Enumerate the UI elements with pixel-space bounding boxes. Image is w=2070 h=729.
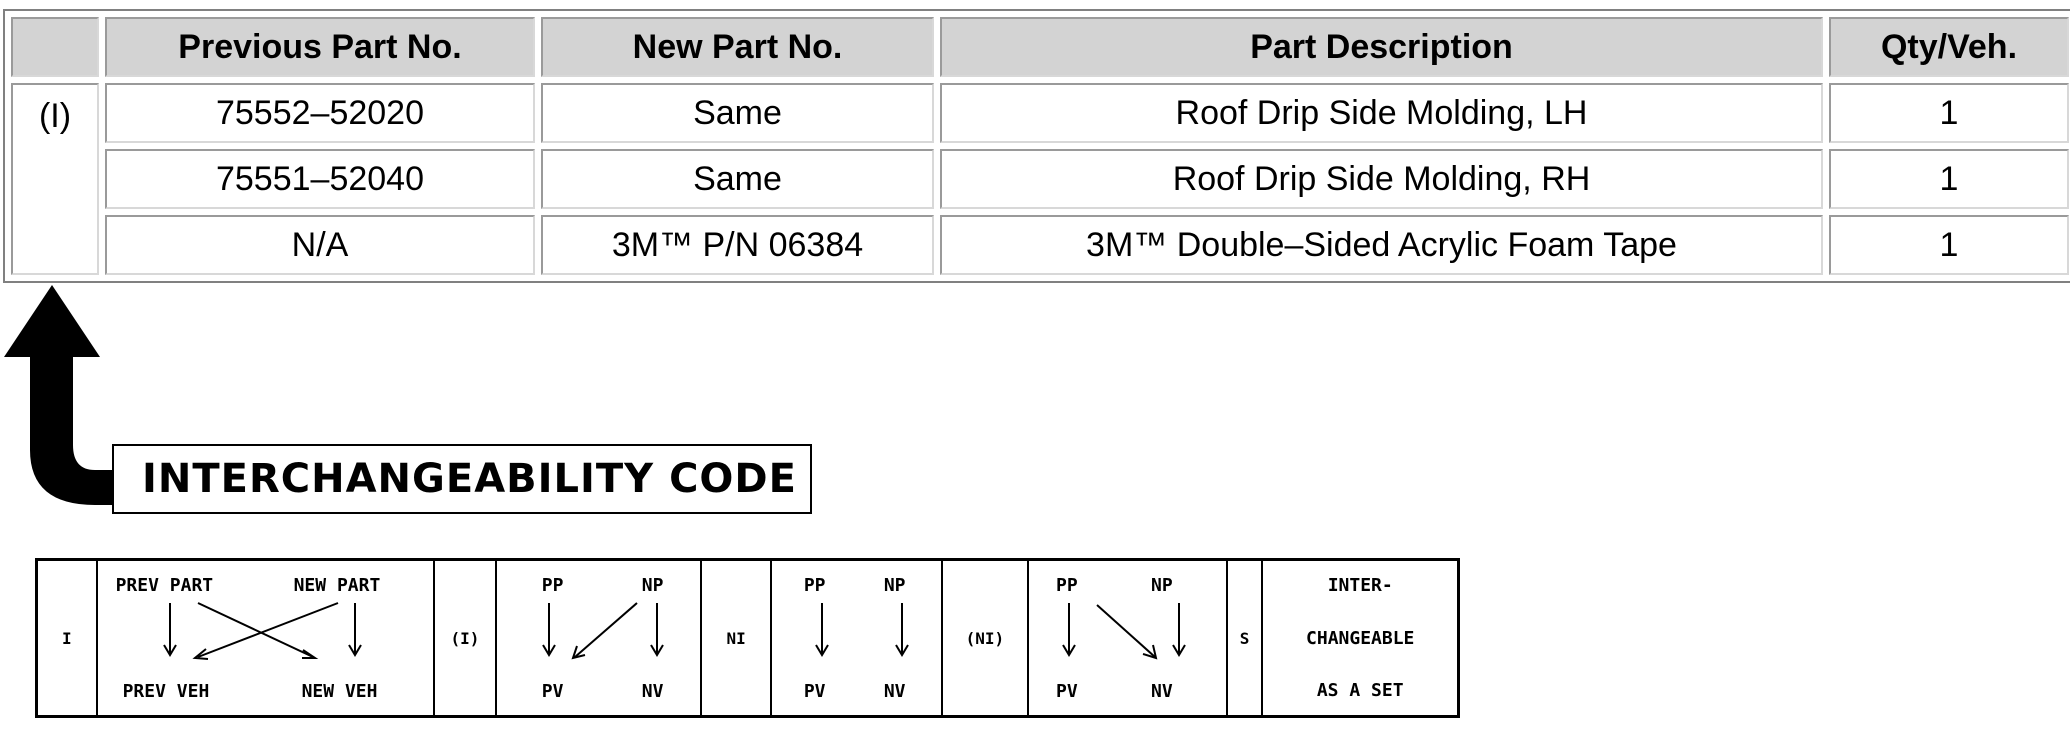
table-row: N/A 3M™ P/N 06384 3M™ Double–Sided Acryl… [11,215,2069,275]
np-label: NP [1151,575,1173,596]
legend-code-ni: NI [702,561,772,715]
description-cell: Roof Drip Side Molding, LH [940,83,1823,143]
np-label: NP [641,575,664,596]
new-part-header: New Part No. [541,17,934,77]
inter-line-2: CHANGEABLE [1306,627,1415,649]
legend-diagram-paren-ni: PP NP PV NV [1029,561,1228,715]
parts-table: Previous Part No. New Part No. Part Desc… [3,9,2070,283]
nv-label: NV [641,681,664,702]
previous-part-header: Previous Part No. [105,17,535,77]
inter-line-1: INTER- [1327,575,1393,596]
nv-label: NV [883,681,906,702]
previous-part-cell: 75552–52020 [105,83,535,143]
new-veh-label: NEW VEH [301,681,378,702]
legend-code-s: S [1228,561,1264,715]
table-row: 75551–52040 Same Roof Drip Side Molding,… [11,149,2069,209]
qty-cell: 1 [1829,83,2069,143]
qty-header: Qty/Veh. [1829,17,2069,77]
table-row: (I) 75552–52020 Same Roof Drip Side Mold… [11,83,2069,275]
inter-line-3: AS A SET [1316,680,1404,701]
prev-veh-label: PREV VEH [122,681,210,702]
nv-label: NV [1151,681,1173,702]
legend-interchangeable-as-set: INTER- CHANGEABLE AS A SET [1263,561,1457,715]
legend-diagram-ni: PP NP PV NV [772,561,943,715]
new-part-cell: Same [541,83,934,143]
np-label: NP [883,575,906,596]
prev-part-label: PREV PART [115,575,214,596]
pp-label: PP [541,575,564,596]
description-cell: 3M™ Double–Sided Acrylic Foam Tape [940,215,1823,275]
table-header-row: Previous Part No. New Part No. Part Desc… [11,17,2069,77]
legend-code-i: I [38,561,98,715]
new-part-cell: 3M™ P/N 06384 [541,215,934,275]
previous-part-cell: N/A [105,215,535,275]
code-column-header [11,17,99,77]
pv-label: PV [541,681,564,702]
curved-up-arrow-icon [4,285,118,505]
legend-code-paren-i: (I) [435,561,497,715]
new-part-cell: Same [541,149,934,209]
legend-code-paren-ni: (NI) [943,561,1030,715]
interchange-code-cell: (I) [11,83,99,275]
qty-cell: 1 [1829,215,2069,275]
pv-label: PV [803,681,826,702]
previous-part-cell: 75551–52040 [105,149,535,209]
description-cell: Roof Drip Side Molding, RH [940,149,1823,209]
crossed-arrows-icon [162,602,362,660]
parallel-arrows-icon [814,603,909,657]
interchangeability-code-label: INTERCHANGEABILITY CODE [112,444,812,514]
pv-label: PV [1056,681,1078,702]
interchangeability-legend: I PREV PART NEW PART PREV VEH NEW VEH (I… [35,558,1460,718]
new-part-label: NEW PART [293,575,381,596]
pp-label: PP [1056,575,1078,596]
pp-label: PP [803,575,826,596]
one-way-arrows-icon [541,602,664,660]
qty-cell: 1 [1829,149,2069,209]
legend-diagram-i: PREV PART NEW PART PREV VEH NEW VEH [98,561,436,715]
description-header: Part Description [940,17,1823,77]
legend-diagram-paren-i: PP NP PV NV [497,561,703,715]
reverse-one-way-arrows-icon [1062,603,1186,660]
